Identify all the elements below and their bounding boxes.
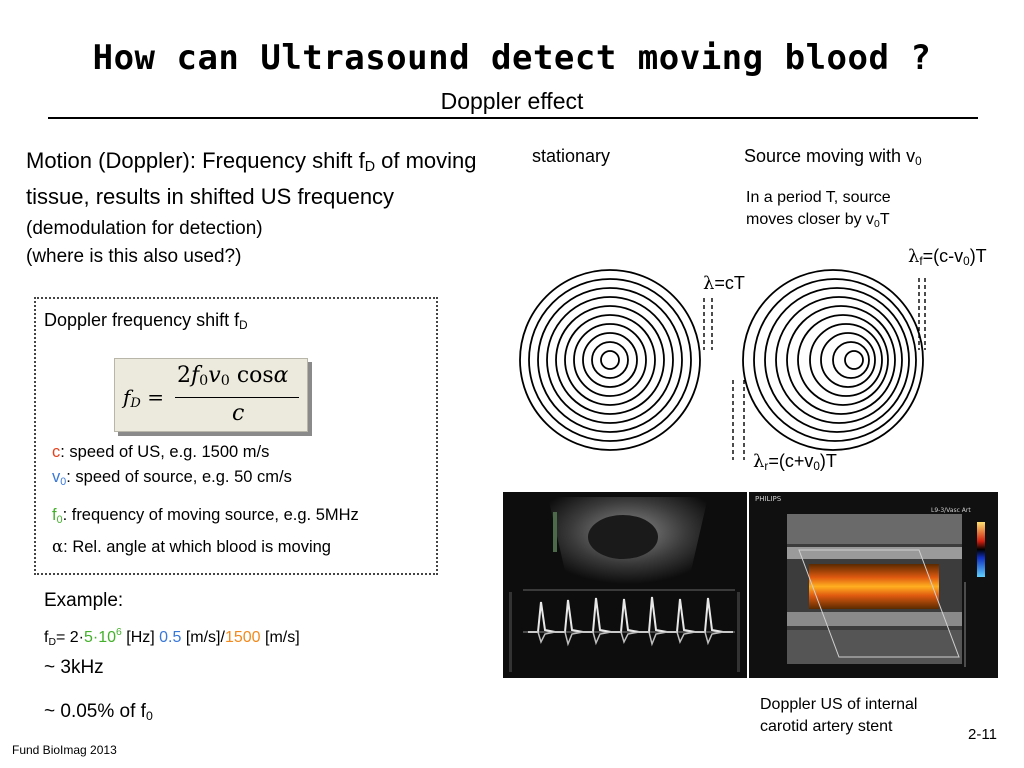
- carotid-doppler-image: PHILIPS L9-3/Vasc Art: [749, 492, 998, 678]
- moving-text: Source moving with v: [744, 146, 915, 166]
- calc-1500: 1500: [225, 629, 261, 646]
- lambda-stationary-label: λ=cT: [703, 273, 745, 294]
- us2-header: PHILIPS: [755, 495, 782, 503]
- motion-paragraph: Motion (Doppler): Frequency shift fD of …: [26, 146, 506, 244]
- slide-title: How can Ultrasound detect moving blood ?: [0, 38, 1024, 78]
- box-title-text: Doppler frequency shift f: [44, 310, 239, 330]
- calc-eq: = 2·: [56, 629, 84, 646]
- formula-f-sub: D: [130, 396, 140, 411]
- formula-box-title: Doppler frequency shift fD: [44, 310, 248, 332]
- formula-fraction-bar: [175, 397, 299, 398]
- wavelength-markers: [704, 278, 925, 460]
- formula-f0-sub: 0: [199, 373, 208, 389]
- where-used-question: (where is this also used?): [26, 246, 241, 268]
- image-caption: Doppler US of internal carotid artery ste…: [760, 694, 917, 738]
- formula-eq: =: [147, 385, 164, 409]
- formula-cos: cos: [237, 363, 274, 388]
- param-v0-sym: v: [52, 468, 60, 486]
- footer: Fund BioImag 2013: [12, 743, 117, 757]
- lambda-r-end: )T: [820, 451, 837, 471]
- example-result-1: ~ 3kHz: [44, 657, 104, 679]
- lambda-r-sym: λ: [753, 451, 764, 472]
- formula-alpha: α: [274, 363, 289, 388]
- calc-05: 0.5: [159, 629, 181, 646]
- motion-text-1: Frequency shift f: [196, 148, 365, 173]
- slide-subtitle: Doppler effect: [0, 88, 1024, 115]
- motion-paren: (demodulation for detection): [26, 218, 263, 239]
- result2-sub: 0: [146, 709, 153, 723]
- calc-ms2: [m/s]: [261, 629, 300, 646]
- result2-text: ~ 0.05% of f: [44, 701, 146, 722]
- lambda-c-sym: λ: [703, 273, 714, 294]
- formula-v0-sub: 0: [221, 373, 230, 389]
- motion-lead: Motion (Doppler):: [26, 148, 196, 173]
- formula-v0: v: [208, 363, 220, 388]
- example-label: Example:: [44, 590, 123, 612]
- stationary-label: stationary: [532, 146, 610, 167]
- calc-5: 5: [84, 629, 93, 646]
- param-v0: v0: speed of source, e.g. 50 cm/s: [52, 468, 292, 488]
- example-result-2: ~ 0.05% of f0: [44, 701, 153, 723]
- param-alpha-text: : Rel. angle at which blood is moving: [63, 538, 331, 556]
- param-c-text: : speed of US, e.g. 1500 m/s: [60, 443, 269, 461]
- formula-denominator: c: [232, 401, 244, 426]
- param-f0-text: : frequency of moving source, e.g. 5MHz: [63, 506, 359, 524]
- box-title-sub: D: [239, 319, 247, 332]
- param-f0: f0: frequency of moving source, e.g. 5MH…: [52, 506, 359, 526]
- period-line-2: moves closer by v: [746, 211, 874, 228]
- param-v0-text: : speed of source, e.g. 50 cm/s: [66, 468, 292, 486]
- calc-f-sub: D: [48, 637, 56, 648]
- moving-wavefronts: [743, 270, 923, 450]
- lambda-c-text: =cT: [714, 273, 745, 293]
- formula-2: 2: [177, 363, 191, 388]
- moving-source-label: Source moving with v0: [744, 146, 922, 168]
- formula-f0: f: [191, 363, 199, 388]
- stationary-wavefronts: [520, 270, 700, 450]
- formula-lhs: fD =: [123, 385, 164, 411]
- lambda-rear-label: λr=(c+v0)T: [753, 451, 837, 473]
- param-alpha: α: Rel. angle at which blood is moving: [52, 537, 331, 557]
- motion-sub-d: D: [365, 159, 375, 175]
- doppler-spectrum-image: [503, 492, 747, 678]
- example-calculation: fD= 2·5·106 [Hz] 0.5 [m/s]/1500 [m/s]: [44, 627, 300, 648]
- page-number: 2-11: [968, 726, 997, 743]
- lambda-f-text: =(c-v: [923, 246, 964, 266]
- period-end: T: [880, 211, 890, 228]
- lambda-r-text: =(c+v: [768, 451, 813, 471]
- us2-tag: L9-3/Vasc Art: [931, 507, 971, 514]
- lambda-front-label: λf=(c-v0)T: [908, 246, 987, 268]
- caption-line-1: Doppler US of internal: [760, 696, 917, 713]
- param-alpha-sym: α: [52, 537, 63, 556]
- calc-hz: [Hz]: [122, 629, 159, 646]
- lambda-f-sym: λ: [908, 246, 919, 267]
- moving-sub: 0: [915, 155, 922, 168]
- caption-line-2: carotid artery stent: [760, 718, 893, 735]
- title-divider: [48, 117, 978, 119]
- formula-numerator: 2f0v0 cosα: [177, 363, 289, 389]
- lambda-f-end: )T: [970, 246, 987, 266]
- period-line-1: In a period T, source: [746, 189, 891, 206]
- wavefront-diagram: [500, 260, 940, 500]
- calc-10: 10: [98, 629, 116, 646]
- formula-box: [34, 297, 438, 575]
- doppler-formula: fD = 2f0v0 cosα c: [114, 358, 308, 432]
- param-c-sym: c: [52, 443, 60, 461]
- calc-ms: [m/s]/: [181, 629, 225, 646]
- param-c: c: speed of US, e.g. 1500 m/s: [52, 443, 269, 462]
